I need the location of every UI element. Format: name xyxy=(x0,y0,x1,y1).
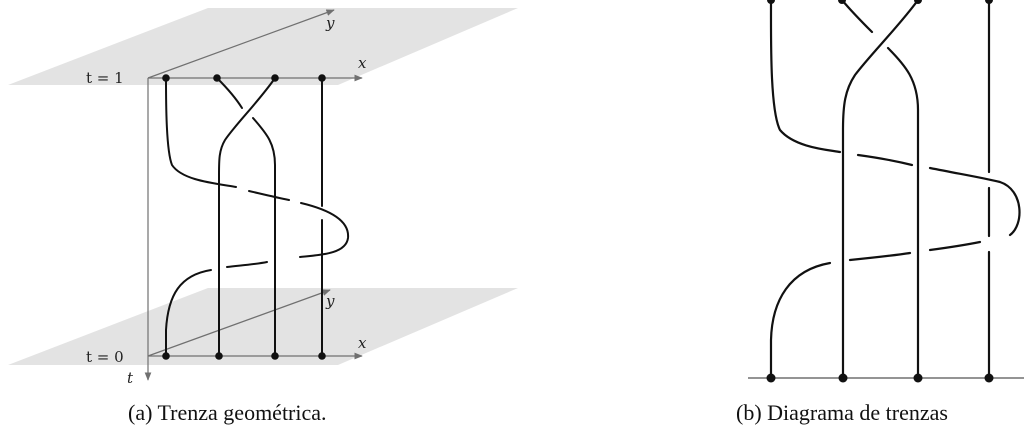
strand-1-right xyxy=(299,202,350,258)
strand-1-lower xyxy=(165,269,212,357)
endpoints-bottom xyxy=(162,352,326,360)
top-x-label: x xyxy=(358,54,367,72)
bottom-x-label: x xyxy=(358,334,367,352)
diagram-strand-2-upper xyxy=(840,0,874,34)
diagram-strands xyxy=(769,0,1021,380)
top-time-label: t = 1 xyxy=(86,69,124,87)
top-y-label: y xyxy=(325,14,335,32)
strand-1-mid xyxy=(248,190,290,201)
bottom-y-axis xyxy=(147,289,331,357)
diagram-strand-1-right xyxy=(928,166,1021,237)
top-plane xyxy=(8,8,518,85)
endpoints-top xyxy=(162,74,326,82)
diagram-strand-1-upper xyxy=(769,0,842,154)
strand-1-back-mid xyxy=(226,261,268,268)
diagram-endpoints-bottom xyxy=(766,373,994,383)
diagram-strand-1-mid xyxy=(856,153,914,167)
bottom-plane xyxy=(8,288,518,365)
strand-3-over xyxy=(218,77,276,357)
diagram-strand-1-back-m xyxy=(848,251,912,262)
diagram-strand-1-lower xyxy=(769,261,832,380)
braid-diagram-panel xyxy=(748,0,1024,383)
diagram-strand-3-over xyxy=(841,0,920,380)
bottom-y-label: y xyxy=(325,292,335,310)
caption-geometric-braid: (a) Trenza geométrica. xyxy=(128,400,327,425)
diagram-strand-2-lower xyxy=(886,46,920,380)
t-axis-label: t xyxy=(127,369,134,387)
strand-2-lower xyxy=(252,117,276,357)
diagram-strand-1-back-r xyxy=(928,240,982,252)
strand-1-upper xyxy=(165,77,237,188)
top-y-axis xyxy=(147,9,335,79)
diagram-endpoints-top xyxy=(767,0,993,4)
geometric-braid-panel: t x y t = 1 x y t = 0 xyxy=(8,8,518,387)
caption-braid-diagram: (b) Diagrama de trenzas xyxy=(736,400,948,425)
bottom-time-label: t = 0 xyxy=(86,348,124,366)
